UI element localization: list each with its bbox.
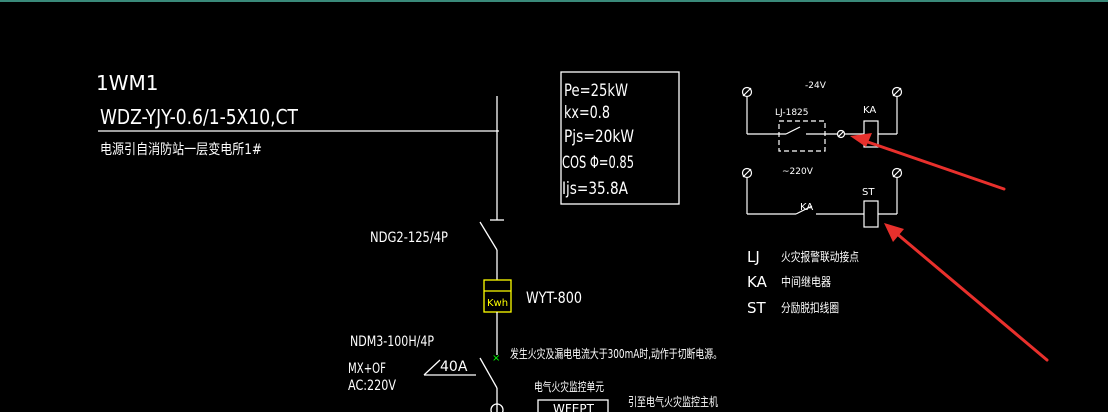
rcd-rating: 40A: [440, 359, 468, 375]
rcd-accessory: MX+OF: [348, 361, 386, 377]
control-st-tag: ST: [862, 187, 875, 198]
load-ijs: Ijs=35.8A: [562, 179, 628, 199]
annotation-arrow-2: [884, 223, 1049, 362]
control-circuit-24v: [741, 86, 903, 152]
legend-code: ST: [747, 299, 767, 317]
legend-code: KA: [747, 273, 768, 291]
rcd-model: NDM3-100H/4P: [350, 334, 434, 350]
control-v24: -24V: [805, 81, 827, 91]
rcd-ct-circle: [490, 403, 504, 412]
annotation-arrow-1: [850, 133, 1006, 191]
meter-symbol: Kwh: [483, 279, 512, 313]
control-ka-tag: KA: [863, 105, 876, 116]
legend-desc: 火灾报警联动接点: [781, 249, 859, 264]
control-circuit-220v: [741, 167, 903, 228]
monitor-box-label: WFEPT: [553, 402, 595, 412]
rcd-blade: [479, 357, 498, 389]
load-kx: kx=0.8: [564, 103, 610, 123]
load-pjs: Pjs=20kW: [564, 127, 634, 147]
feeder-id: 1WM1: [96, 71, 158, 95]
feeder-source: 电源引自消防站一层变电所1#: [100, 142, 262, 158]
monitor-box: [537, 399, 609, 412]
breaker-blade: [479, 221, 498, 251]
load-pe: Pe=25kW: [564, 81, 628, 101]
rcd-voltage: AC:220V: [348, 378, 396, 394]
control-v220: ~220V: [782, 167, 814, 177]
load-box: [560, 71, 680, 205]
rcd-rating-leader: [423, 359, 441, 376]
control-lj-tag: LJ-1825: [775, 108, 809, 118]
legend-desc: 分励脱扣线圈: [781, 300, 839, 315]
control-ka-contact: KA: [800, 202, 813, 213]
rcd-note: 发生火灾及漏电电流大于300mA时,动作于切断电源。: [510, 346, 722, 361]
feeder-cable: WDZ-YJY-0.6/1-5X10,CT: [100, 105, 299, 129]
meter-model: WYT-800: [526, 288, 582, 307]
monitor-label: 电气火灾监控单元: [534, 379, 604, 394]
legend-code: LJ: [747, 248, 760, 266]
breaker-model: NDG2-125/4P: [370, 230, 448, 246]
legend-desc: 中间继电器: [781, 274, 831, 289]
legend: LJ 火灾报警联动接点 KA 中间继电器 ST 分励脱扣线圈: [747, 248, 859, 317]
monitor-host: 引至电气火灾监控主机: [628, 394, 718, 409]
rcd-mark: ×: [492, 353, 500, 364]
meter-label: Kwh: [487, 298, 508, 309]
load-cos: COS Φ=0.85: [562, 153, 634, 173]
